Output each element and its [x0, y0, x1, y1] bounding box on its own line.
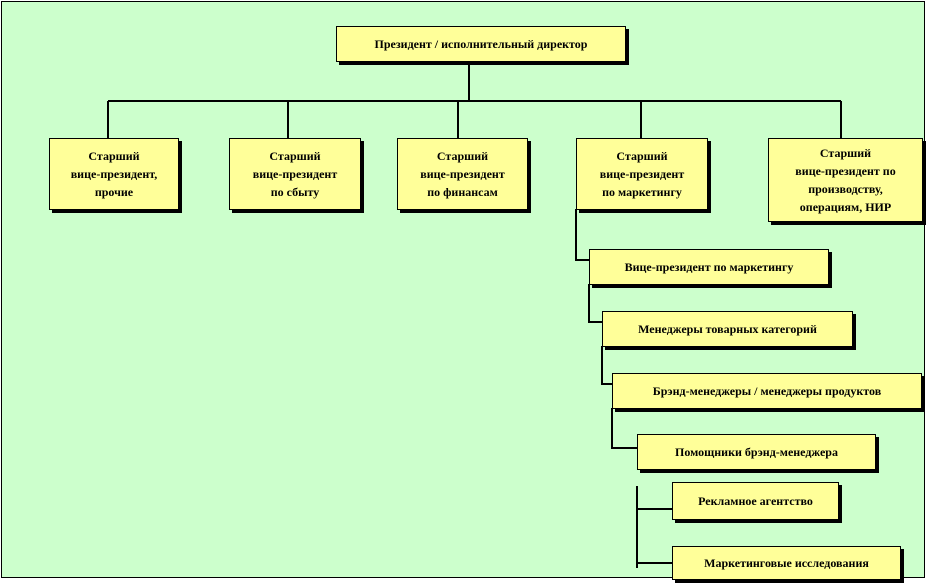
- connector-chain-1: [575, 209, 589, 261]
- president-label: Президент / исполнительный директор: [374, 37, 588, 51]
- market-research-box: Маркетинговые исследования: [672, 546, 901, 580]
- vp-production-box: Старший вице-президент по производству, …: [768, 138, 923, 222]
- vp-marketing-label: Старший вице-президент по маркетингу: [599, 149, 685, 199]
- assistant-brand-managers-box: Помощники брэнд-менеджера: [637, 434, 876, 470]
- vp-sales-box: Старший вице-президент по сбыту: [229, 138, 361, 210]
- connector-chain-3: [601, 346, 612, 385]
- vp-production-label: Старший вице-президент по производству, …: [795, 146, 896, 214]
- assistant-brand-managers-label: Помощники брэнд-менеджера: [675, 445, 838, 459]
- market-research-label: Маркетинговые исследования: [704, 556, 869, 570]
- connector-chain-2: [588, 284, 602, 323]
- vp-finance-label: Старший вице-президент по финансам: [420, 149, 505, 199]
- vp-sales-label: Старший вице-президент по сбыту: [252, 149, 338, 199]
- vp-finance-box: Старший вице-президент по финансам: [397, 138, 528, 210]
- ad-agency-label: Рекламное агентство: [698, 494, 813, 508]
- category-managers-box: Менеджеры товарных категорий: [602, 311, 853, 347]
- vp-other-box: Старший вице-президент, прочие: [49, 138, 179, 210]
- brand-managers-label: Брэнд-менеджеры / менеджеры продуктов: [652, 384, 882, 398]
- ad-agency-box: Рекламное агентство: [672, 482, 839, 520]
- brand-managers-box: Брэнд-менеджеры / менеджеры продуктов: [612, 373, 922, 409]
- category-managers-label: Менеджеры товарных категорий: [638, 322, 817, 336]
- vp-other-label: Старший вице-президент, прочие: [70, 149, 158, 199]
- marketing-vp-box: Вице-президент по маркетингу: [589, 249, 829, 285]
- org-chart-canvas: [1, 1, 925, 578]
- president-box: Президент / исполнительный директор: [336, 26, 626, 62]
- vp-marketing-box: Старший вице-президент по маркетингу: [576, 138, 708, 210]
- connector-chain-4: [611, 408, 637, 449]
- marketing-vp-label: Вице-президент по маркетингу: [624, 260, 794, 274]
